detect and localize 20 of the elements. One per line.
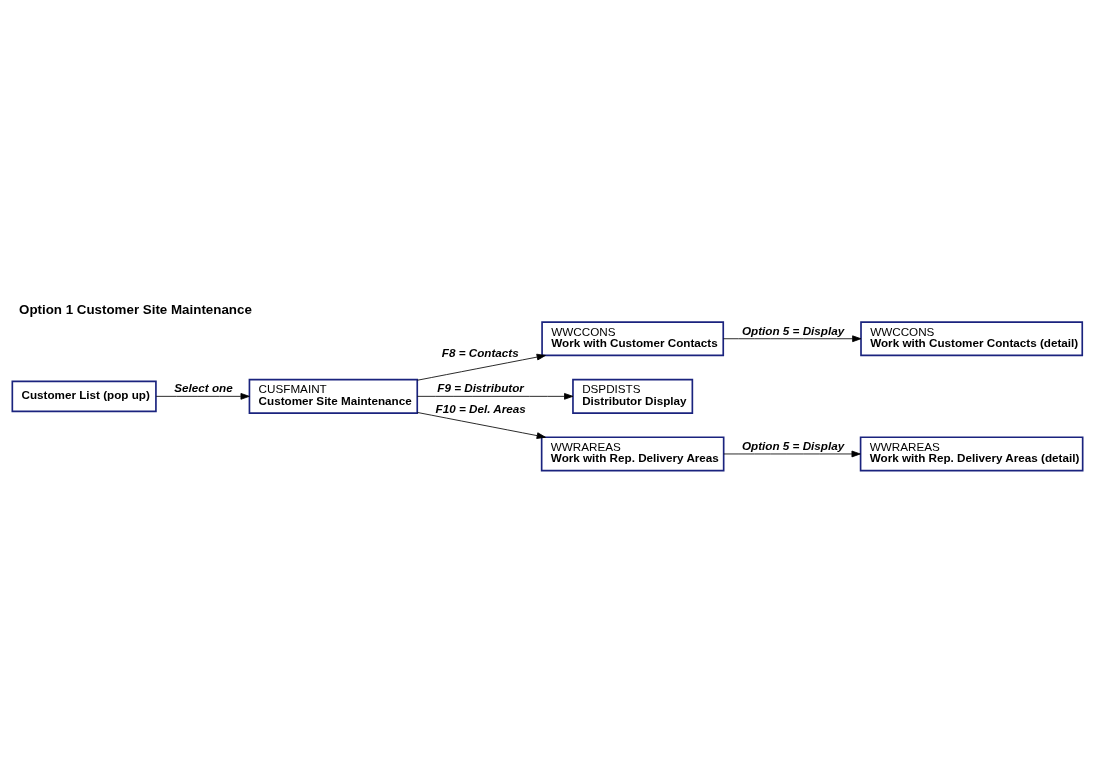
arrow [155, 393, 250, 400]
edge-label: F10 = Del. Areas [435, 402, 526, 416]
arrow [417, 412, 546, 439]
arrow [417, 393, 574, 400]
node-box: DSPDISTS Distributor Display [572, 378, 694, 414]
node-box: WWRAREAS Work with Rep. Delivery Areas (detail) [859, 436, 1084, 472]
edge-label: F8 = Contacts [441, 346, 519, 360]
arrow [723, 335, 862, 343]
node-box: WWCCONS Work with Customer Contacts (detail) [860, 321, 1084, 357]
node-box: WWRAREAS Work with Rep. Delivery Areas [540, 436, 725, 472]
node-box: Customer List (pop up) [11, 380, 157, 413]
edge-label: Select one [174, 381, 233, 395]
edge-label: F9 = Distributor [437, 381, 524, 395]
arrow [723, 450, 861, 458]
edge-label: Option 5 = Display [742, 323, 845, 337]
arrow [417, 353, 546, 381]
node-box: CUSFMAINT Customer Site Maintenance [248, 378, 419, 414]
edge-label: Option 5 = Display [742, 438, 845, 452]
node-box: WWCCONS Work with Customer Contacts [541, 321, 725, 357]
diagram-title: Option 1 Customer Site Maintenance [19, 301, 252, 317]
